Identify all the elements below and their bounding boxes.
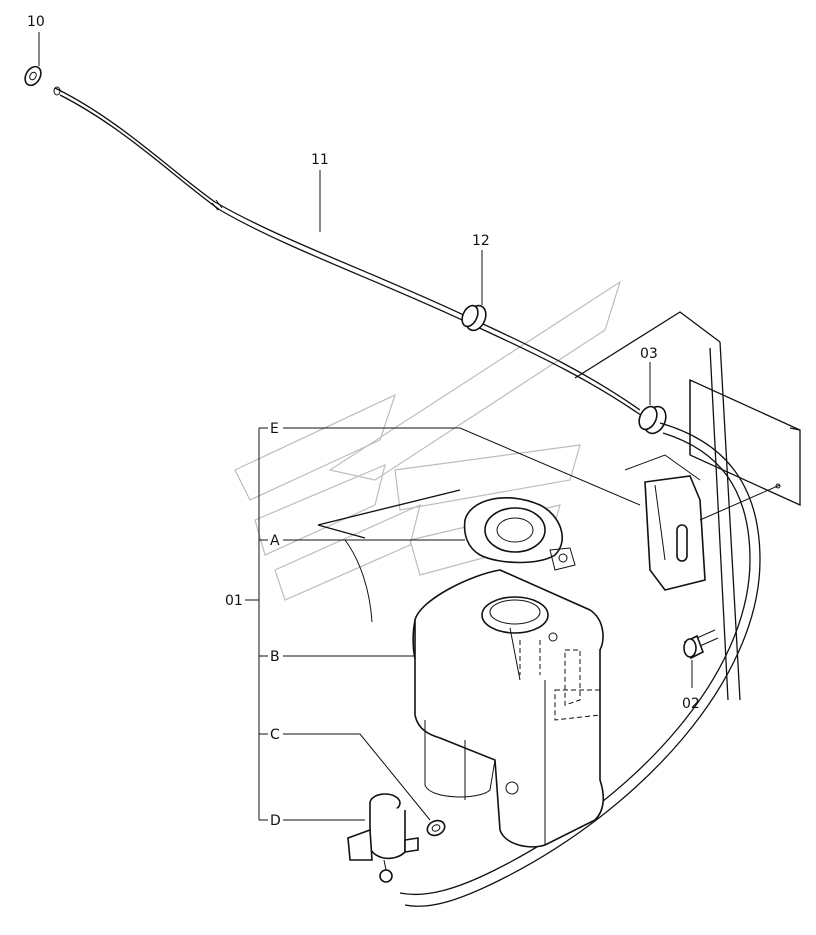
fender-edge	[317, 489, 461, 623]
callout-12: 12	[472, 233, 490, 249]
leader-lines	[38, 32, 693, 821]
mounting-bracket	[624, 454, 781, 591]
callout-01: 01	[225, 593, 243, 609]
washer-motor	[347, 793, 419, 883]
callout-D: D	[270, 813, 281, 829]
watermark-logo	[234, 280, 622, 601]
callout-11: 11	[311, 152, 329, 168]
callout-C: C	[270, 727, 280, 743]
bolt-part-02	[683, 629, 719, 660]
washer-part-10	[24, 65, 42, 87]
hose-part-11	[53, 86, 646, 419]
callout-10: 10	[27, 14, 45, 30]
callout-02: 02	[682, 696, 700, 712]
return-hose	[399, 422, 761, 907]
callout-A: A	[270, 533, 280, 549]
grommet-part-03	[638, 405, 667, 435]
callout-B: B	[270, 649, 280, 665]
mounting-panel	[574, 311, 801, 701]
tank-cap	[463, 497, 576, 571]
callout-E: E	[270, 421, 279, 437]
callout-03: 03	[640, 346, 658, 362]
grommet-part-12	[461, 304, 487, 332]
packing-ring	[426, 819, 446, 837]
washer-tank	[412, 569, 605, 848]
